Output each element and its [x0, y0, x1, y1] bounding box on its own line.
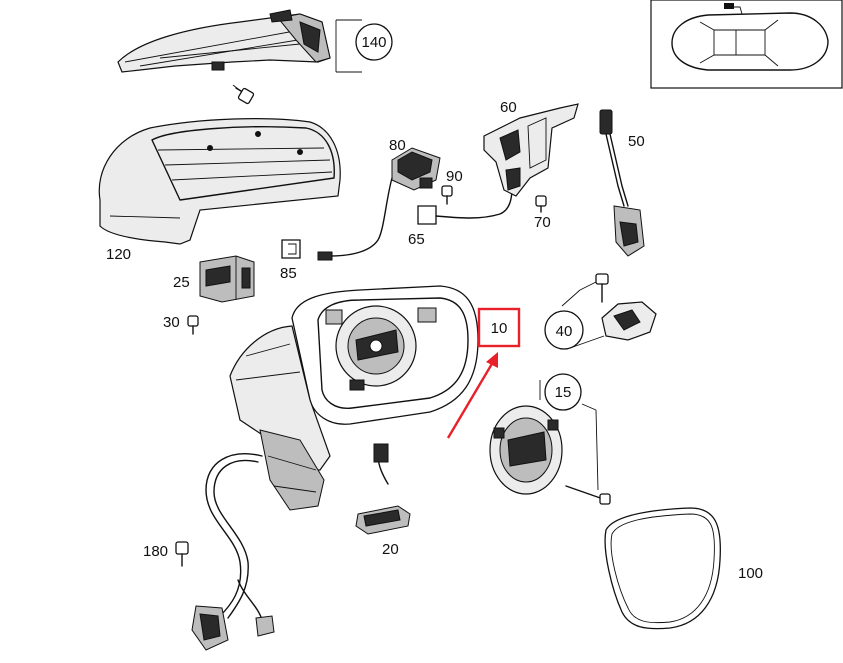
callout-180: 180 — [143, 543, 168, 560]
lamp-module — [199, 255, 255, 303]
car-inset — [650, 0, 843, 89]
wiring-harness — [191, 453, 275, 651]
bracket-60 — [483, 103, 579, 197]
callout-100: 100 — [738, 565, 763, 582]
glass-motor-15 — [489, 405, 611, 505]
control-module-80 — [317, 147, 441, 261]
connector-65 — [417, 187, 513, 225]
connector-85 — [281, 239, 301, 259]
callout-80: 80 — [389, 137, 406, 154]
callout-40: 40 — [556, 323, 573, 340]
highlight-arrow — [446, 361, 495, 439]
callout-circle-40 — [544, 310, 584, 350]
screw-140 — [232, 84, 255, 105]
callout-85: 85 — [280, 265, 297, 282]
callout-60: 60 — [500, 99, 517, 116]
mirror-housing-10 — [291, 285, 479, 425]
callout-65: 65 — [408, 231, 425, 248]
callout-50: 50 — [628, 133, 645, 150]
screw-70 — [535, 195, 547, 213]
callout-30: 30 — [163, 314, 180, 331]
callout-120: 120 — [106, 246, 131, 263]
mirror-cover — [98, 118, 341, 245]
callout-10: 10 — [491, 320, 508, 337]
turn-signal-assembly — [117, 9, 331, 73]
clip-40 — [595, 273, 657, 341]
callout-circle-140 — [355, 23, 393, 61]
screw-30 — [187, 315, 199, 335]
callout-20: 20 — [382, 541, 399, 558]
connector-module-20 — [355, 443, 411, 535]
mirror-base — [229, 325, 331, 511]
screw-90 — [441, 185, 453, 205]
callout-25: 25 — [173, 274, 190, 291]
callout-90: 90 — [446, 168, 463, 185]
sensor-cable-50 — [599, 109, 645, 257]
screw-180 — [175, 541, 189, 567]
car-top-view-icon — [671, 3, 829, 71]
callout-140: 140 — [361, 34, 386, 51]
callout-70: 70 — [534, 214, 551, 231]
callout-circle-15 — [544, 373, 582, 411]
callout-15: 15 — [555, 384, 572, 401]
mirror-glass-100 — [604, 507, 722, 630]
highlight-callout-10: 10 — [446, 307, 521, 439]
arrow-head-icon — [486, 352, 498, 368]
